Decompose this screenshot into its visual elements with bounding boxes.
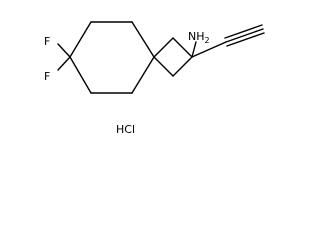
amine-label: NH2 [188, 30, 210, 45]
bond-c5-cf2 [69, 56, 92, 94]
amine-group: NH2 [188, 30, 210, 58]
bond-c2-spiro [131, 21, 155, 58]
difluoro-group: F F [44, 35, 71, 83]
chemical-structure: F F NH2 HCl [44, 21, 265, 136]
triple-bond-line-2 [225, 28, 264, 43]
bond-cq-csp [191, 41, 227, 58]
triple-bond-line-3 [226, 32, 265, 47]
bond-spiro-c4 [131, 56, 155, 94]
ethynyl-group [191, 24, 265, 58]
bond-cb1-cq [172, 37, 193, 58]
fluorine-upper-label: F [44, 35, 50, 48]
cyclobutane-ring [153, 37, 193, 77]
bond-spiro-cb1 [153, 37, 174, 58]
bond-cb2-spiro [153, 56, 174, 77]
triple-bond-line-1 [224, 24, 263, 39]
bond-c-f-upper [57, 43, 71, 58]
amine-nh-text: NH [188, 30, 205, 43]
fluorine-lower-label: F [44, 70, 50, 83]
bond-c-f-lower [57, 56, 71, 71]
bond-c-n [191, 41, 197, 58]
bond-cq-cb2 [172, 56, 193, 77]
bond-cf2-c1 [69, 21, 92, 58]
cyclohexane-ring [69, 21, 155, 94]
hydrochloride-label: HCl [116, 123, 135, 136]
amine-subscript: 2 [205, 36, 210, 45]
